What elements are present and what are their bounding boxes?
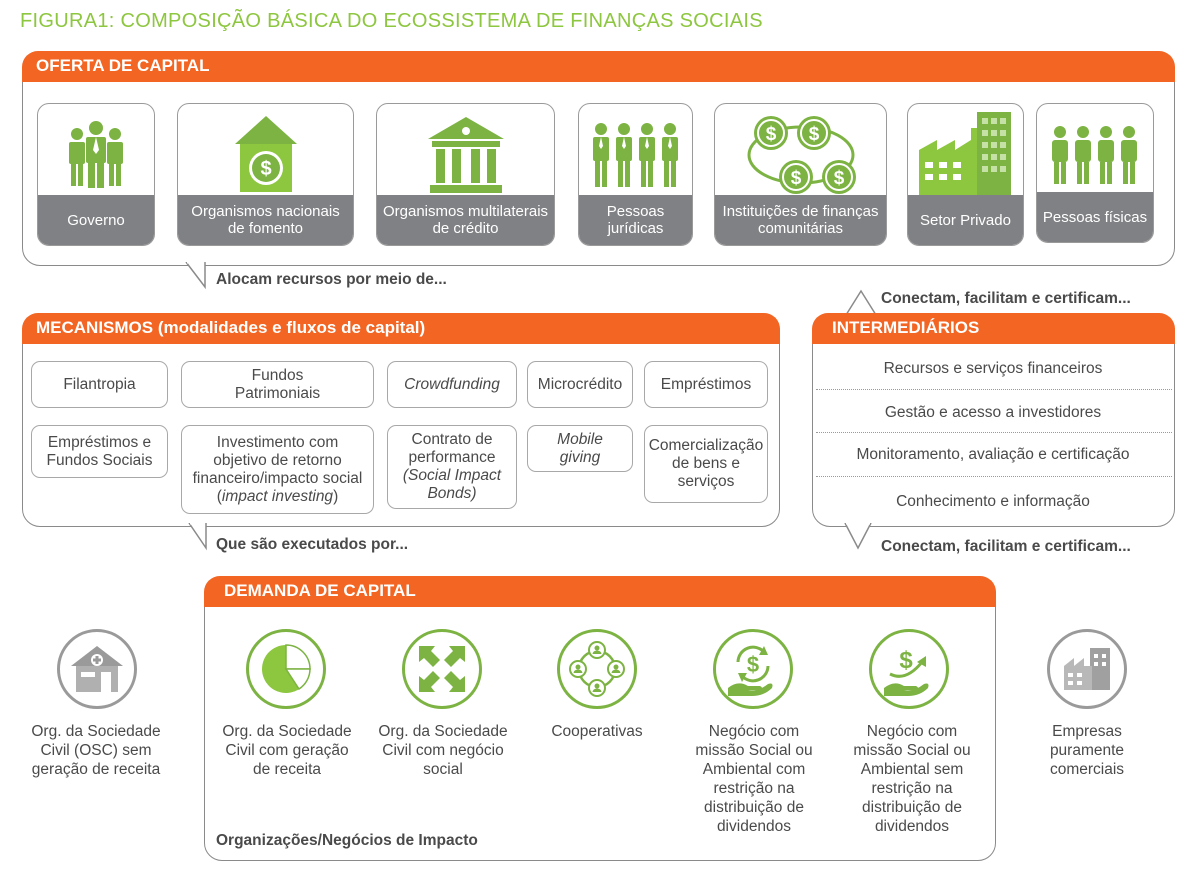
house-icon xyxy=(71,646,123,692)
mechanism-comercializacao: Comercialização de bens e serviços xyxy=(644,425,768,503)
mechanism-label: Investimento com objetivo de retorno fin… xyxy=(190,434,365,506)
intermediaries-speech-tail-top xyxy=(845,289,877,316)
demand-icon-circle: $ xyxy=(713,629,793,709)
intermediaries-connector-top: Conectam, facilitam e certificam... xyxy=(881,290,1131,307)
demand-label: Cooperativas xyxy=(551,723,643,740)
svg-text:$: $ xyxy=(260,158,271,180)
divider xyxy=(816,389,1172,390)
demand-panel xyxy=(204,577,996,861)
supply-connector: Alocam recursos por meio de... xyxy=(216,271,447,288)
mechanism-microcredito: Microcrédito xyxy=(527,361,633,408)
mechanism-label: Microcrédito xyxy=(537,375,623,393)
svg-text:$: $ xyxy=(808,124,819,145)
government-people-icon xyxy=(38,112,154,198)
people-icon xyxy=(1037,112,1153,198)
supply-card-label: Governo xyxy=(38,195,154,245)
demand-icon-circle xyxy=(557,629,637,709)
mechanism-fundos-patrimoniais: Fundos Patrimoniais xyxy=(181,361,374,408)
supply-card-label: Organismos multilaterais de crédito xyxy=(377,195,554,245)
mechanism-filantropia: Filantropia xyxy=(31,361,168,408)
institution-building-icon xyxy=(377,112,554,198)
business-people-icon xyxy=(579,112,692,198)
svg-text:$: $ xyxy=(833,168,844,189)
money-network-icon: $ $ $ $ xyxy=(715,112,886,198)
svg-text:$: $ xyxy=(765,124,776,145)
mechanism-emprestimos: Empréstimos xyxy=(644,361,768,408)
supply-card-label: Pessoas jurídicas xyxy=(579,195,692,245)
intermediaries-header: INTERMEDIÁRIOS xyxy=(812,313,1175,344)
supply-card-label: Pessoas físicas xyxy=(1037,192,1153,242)
divider xyxy=(816,432,1172,433)
commercial-building-icon xyxy=(1064,648,1110,690)
demand-icon-circle: $ xyxy=(869,629,949,709)
demand-header: DEMANDA DE CAPITAL xyxy=(204,576,996,607)
hand-dollar-growth-icon: $ xyxy=(884,647,929,696)
mechanism-label-part: Investimento com objetivo de retorno fin… xyxy=(192,433,363,505)
mechanism-label: Empréstimos xyxy=(660,375,752,393)
mechanism-emprestimos-fundos-sociais: Empréstimos e Fundos Sociais xyxy=(31,425,168,478)
intermediaries-panel xyxy=(812,314,1175,527)
factory-icon xyxy=(908,112,1023,198)
hand-dollar-cycle-icon: $ xyxy=(728,645,773,696)
demand-label: Org. da Sociedade Civil com geração de r… xyxy=(222,723,352,778)
intermediaries-connector-bottom: Conectam, facilitam e certificam... xyxy=(881,538,1131,555)
supply-speech-tail xyxy=(185,262,206,290)
demand-label-commercial: Empresas puramente comerciais xyxy=(1049,723,1125,778)
supply-card-financas-comunitarias: $ $ $ $ Instituições de finanças comunit… xyxy=(714,103,887,246)
arrows-inward-icon xyxy=(419,646,465,692)
supply-card-label: Instituições de finanças comunitárias xyxy=(715,195,886,245)
mechanism-label-part: (Social Impact Bonds) xyxy=(402,467,502,502)
supply-card-organismos-multilaterais: Organismos multilaterais de crédito xyxy=(376,103,555,246)
supply-card-pessoas-juridicas: Pessoas jurídicas xyxy=(578,103,693,246)
intermediary-item: Conhecimento e informação xyxy=(896,493,1090,510)
intermediary-item: Monitoramento, avaliação e certificação xyxy=(856,446,1130,463)
supply-card-setor-privado: Setor Privado xyxy=(907,103,1024,246)
mechanism-label: Comercialização de bens e serviços xyxy=(648,437,764,490)
mechanisms-header: MECANISMOS (modalidades e fluxos de capi… xyxy=(22,313,780,344)
mechanism-impact-investing: Investimento com objetivo de retorno fin… xyxy=(181,425,374,514)
mechanism-label: Empréstimos e Fundos Sociais xyxy=(46,433,153,469)
demand-icon-circle xyxy=(246,629,326,709)
supply-card-organismos-nacionais: $ Organismos nacionais de fomento xyxy=(177,103,354,246)
commercial-icon-circle xyxy=(1047,629,1127,709)
demand-icon-circle xyxy=(402,629,482,709)
intermediary-item: Gestão e acesso a investidores xyxy=(884,404,1102,421)
figure-title: FIGURA1: COMPOSIÇÃO BÁSICA DO ECOSSISTEM… xyxy=(20,10,763,32)
demand-label: Negócio com missão Social ou Ambiental c… xyxy=(695,723,813,835)
mechanism-contrato-performance: Contrato de performance (Social Impact B… xyxy=(387,425,517,509)
mechanism-label: Filantropia xyxy=(63,375,136,393)
mechanism-label-part: ) xyxy=(333,487,339,505)
bank-house-icon: $ xyxy=(178,112,353,198)
demand-label: Org. da Sociedade Civil com negócio soci… xyxy=(378,723,508,778)
svg-text:$: $ xyxy=(747,652,759,677)
mechanism-label: Contrato de performance (Social Impact B… xyxy=(395,431,510,503)
demand-label-osc: Org. da Sociedade Civil (OSC) sem geraçã… xyxy=(31,723,161,778)
osc-icon-circle xyxy=(57,629,137,709)
svg-text:$: $ xyxy=(790,168,801,189)
supply-card-label: Organismos nacionais de fomento xyxy=(178,195,353,245)
demand-footer: Organizações/Negócios de Impacto xyxy=(216,832,478,849)
intermediaries-speech-tail-bottom xyxy=(844,523,872,550)
svg-text:$: $ xyxy=(899,647,913,674)
pie-chart-icon xyxy=(262,644,311,693)
demand-label: Negócio com missão Social ou Ambiental s… xyxy=(853,723,971,835)
mechanisms-connector: Que são executados por... xyxy=(216,536,409,553)
mechanism-label-part: impact investing xyxy=(221,487,334,505)
mechanism-label: Mobile giving xyxy=(557,430,603,466)
mechanism-label-part: Contrato de performance xyxy=(408,431,496,466)
supply-card-pessoas-fisicas: Pessoas físicas xyxy=(1036,103,1154,243)
mechanism-label: Fundos Patrimoniais xyxy=(234,366,321,402)
supply-card-governo: Governo xyxy=(37,103,155,246)
mechanism-crowdfunding: Crowdfunding xyxy=(387,361,517,408)
supply-card-label: Setor Privado xyxy=(908,195,1023,245)
supply-header: OFERTA DE CAPITAL xyxy=(22,51,1175,82)
intermediary-item: Recursos e serviços financeiros xyxy=(883,360,1103,377)
mechanism-mobile-giving: Mobile giving xyxy=(527,425,633,472)
cooperative-icon xyxy=(569,641,625,697)
mechanisms-speech-tail xyxy=(188,523,207,551)
mechanism-label: Crowdfunding xyxy=(404,375,500,393)
divider xyxy=(816,476,1172,477)
